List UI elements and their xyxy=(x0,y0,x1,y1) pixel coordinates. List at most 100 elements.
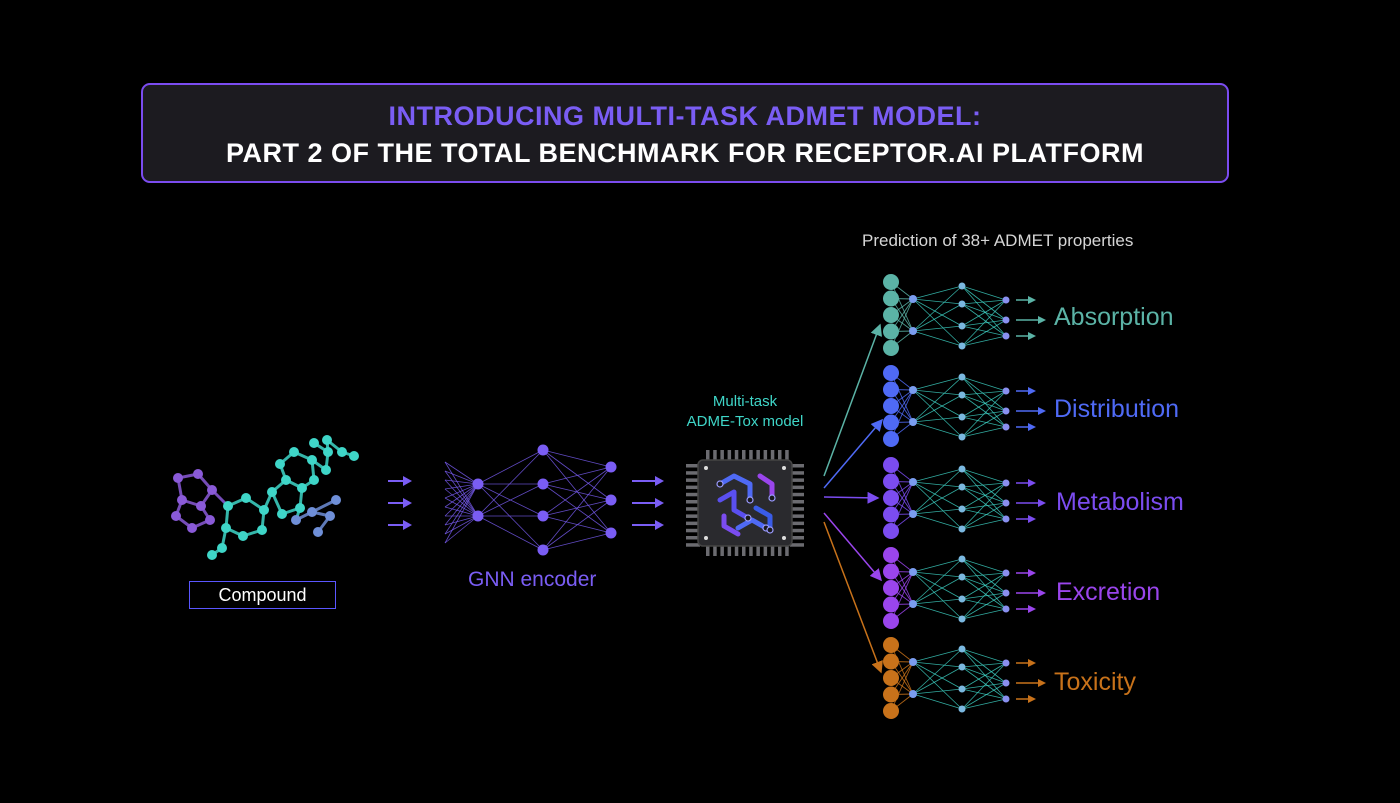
encoder-edge xyxy=(444,497,479,517)
head-edge xyxy=(912,666,963,695)
chip-pin xyxy=(686,543,700,547)
encoder-edge xyxy=(542,466,612,551)
chip-pin xyxy=(770,542,775,556)
encoder-edge xyxy=(542,466,612,485)
head-out-arrow-head xyxy=(1028,387,1036,395)
chip-pin xyxy=(778,542,782,556)
molecule-atom xyxy=(193,469,203,479)
head-out-arrow-head xyxy=(1038,407,1046,415)
head-edge xyxy=(912,394,963,423)
encoder-edge xyxy=(444,483,479,490)
task-label-excretion: Excretion xyxy=(1056,578,1161,606)
encoder-edge xyxy=(444,483,479,517)
chip-pin xyxy=(763,450,768,464)
head-out-arrow-head xyxy=(1028,659,1036,667)
head-out-arrow-head xyxy=(1028,423,1036,431)
molecule-atom xyxy=(309,475,319,485)
head-edge xyxy=(912,330,963,347)
molecule-atom xyxy=(323,447,333,457)
chip-pin xyxy=(734,542,739,556)
head-edge xyxy=(961,299,1007,305)
chip-pin xyxy=(686,500,700,504)
head-hidden-node xyxy=(958,505,966,513)
head-edge xyxy=(890,571,914,622)
encoder-edge xyxy=(444,506,479,517)
encoder-edge xyxy=(444,483,479,535)
head-edge xyxy=(961,416,1007,428)
input-arrow-head xyxy=(403,476,412,486)
head-edge xyxy=(961,319,1007,347)
head-output-node xyxy=(1002,659,1010,667)
encoder-edge xyxy=(542,515,612,534)
molecule-atom xyxy=(322,435,332,445)
chip-pin xyxy=(686,528,700,533)
head-output-node xyxy=(1002,679,1010,687)
molecule-atom xyxy=(207,485,217,495)
branch-arrow-toxicity xyxy=(823,521,883,674)
head-edge xyxy=(912,303,963,332)
encoder-edge xyxy=(542,466,612,517)
head-edge xyxy=(912,481,963,510)
head-edge xyxy=(961,558,1007,610)
head-edge xyxy=(961,468,1007,484)
head-out-arrow-head xyxy=(1028,569,1036,577)
molecule-atom xyxy=(321,465,331,475)
head-edge xyxy=(961,390,1007,438)
chip-pin xyxy=(713,542,717,556)
head-edge xyxy=(961,682,1007,710)
chip-pin xyxy=(756,542,760,556)
head-edge xyxy=(961,390,1007,396)
chip-pin xyxy=(790,471,804,475)
molecule-atom xyxy=(196,501,206,511)
head-edge xyxy=(961,376,1007,428)
encoder-edge xyxy=(542,499,612,551)
head-hidden-node xyxy=(909,568,917,576)
molecule-atom xyxy=(207,550,217,560)
head-edge xyxy=(961,376,1007,392)
head-edge xyxy=(961,502,1007,530)
task-head-toxicity xyxy=(883,637,1046,719)
head-input-node xyxy=(883,596,899,613)
head-edge xyxy=(961,698,1007,710)
head-hidden-node xyxy=(909,478,917,486)
head-edge xyxy=(912,558,963,573)
chip-pin xyxy=(727,450,732,464)
task-label-metabolism: Metabolism xyxy=(1056,488,1184,516)
head-hidden-node xyxy=(958,342,966,350)
head-edge xyxy=(912,376,963,391)
encoder-edge xyxy=(444,483,479,544)
chip-pin xyxy=(727,542,732,556)
chip-trace-pad xyxy=(746,496,754,504)
molecule-atom xyxy=(187,523,197,533)
branch-arrow-excretion xyxy=(823,512,882,582)
head-edge xyxy=(912,571,963,578)
chip-pin xyxy=(790,500,804,504)
head-input-node xyxy=(883,703,899,719)
compound-label-box: Compound xyxy=(189,581,336,609)
chip-pin xyxy=(686,471,700,475)
chip-pin xyxy=(706,542,710,556)
head-edge xyxy=(961,662,1007,690)
head-edge xyxy=(961,299,1007,327)
head-edge xyxy=(912,508,963,515)
task-label-toxicity: Toxicity xyxy=(1054,668,1136,696)
chip-trace xyxy=(735,517,769,531)
head-input-node xyxy=(883,340,899,356)
head-hidden-node xyxy=(958,465,966,473)
head-edge xyxy=(912,325,963,332)
chip-pin xyxy=(790,464,804,468)
chip-corner-dot xyxy=(704,466,708,470)
head-edge xyxy=(961,285,1007,337)
head-edge xyxy=(961,576,1007,610)
chip-corner-dot xyxy=(782,466,786,470)
head-hidden-node xyxy=(958,413,966,421)
encoder-edge xyxy=(477,515,544,551)
head-hidden-node xyxy=(958,433,966,441)
head-input-node xyxy=(883,670,899,686)
chip-pin xyxy=(686,485,700,490)
head-edge xyxy=(961,662,1007,710)
molecule-atom xyxy=(289,447,299,457)
head-edge xyxy=(912,468,963,515)
head-out-arrow-head xyxy=(1028,515,1036,523)
head-edge xyxy=(890,389,914,440)
